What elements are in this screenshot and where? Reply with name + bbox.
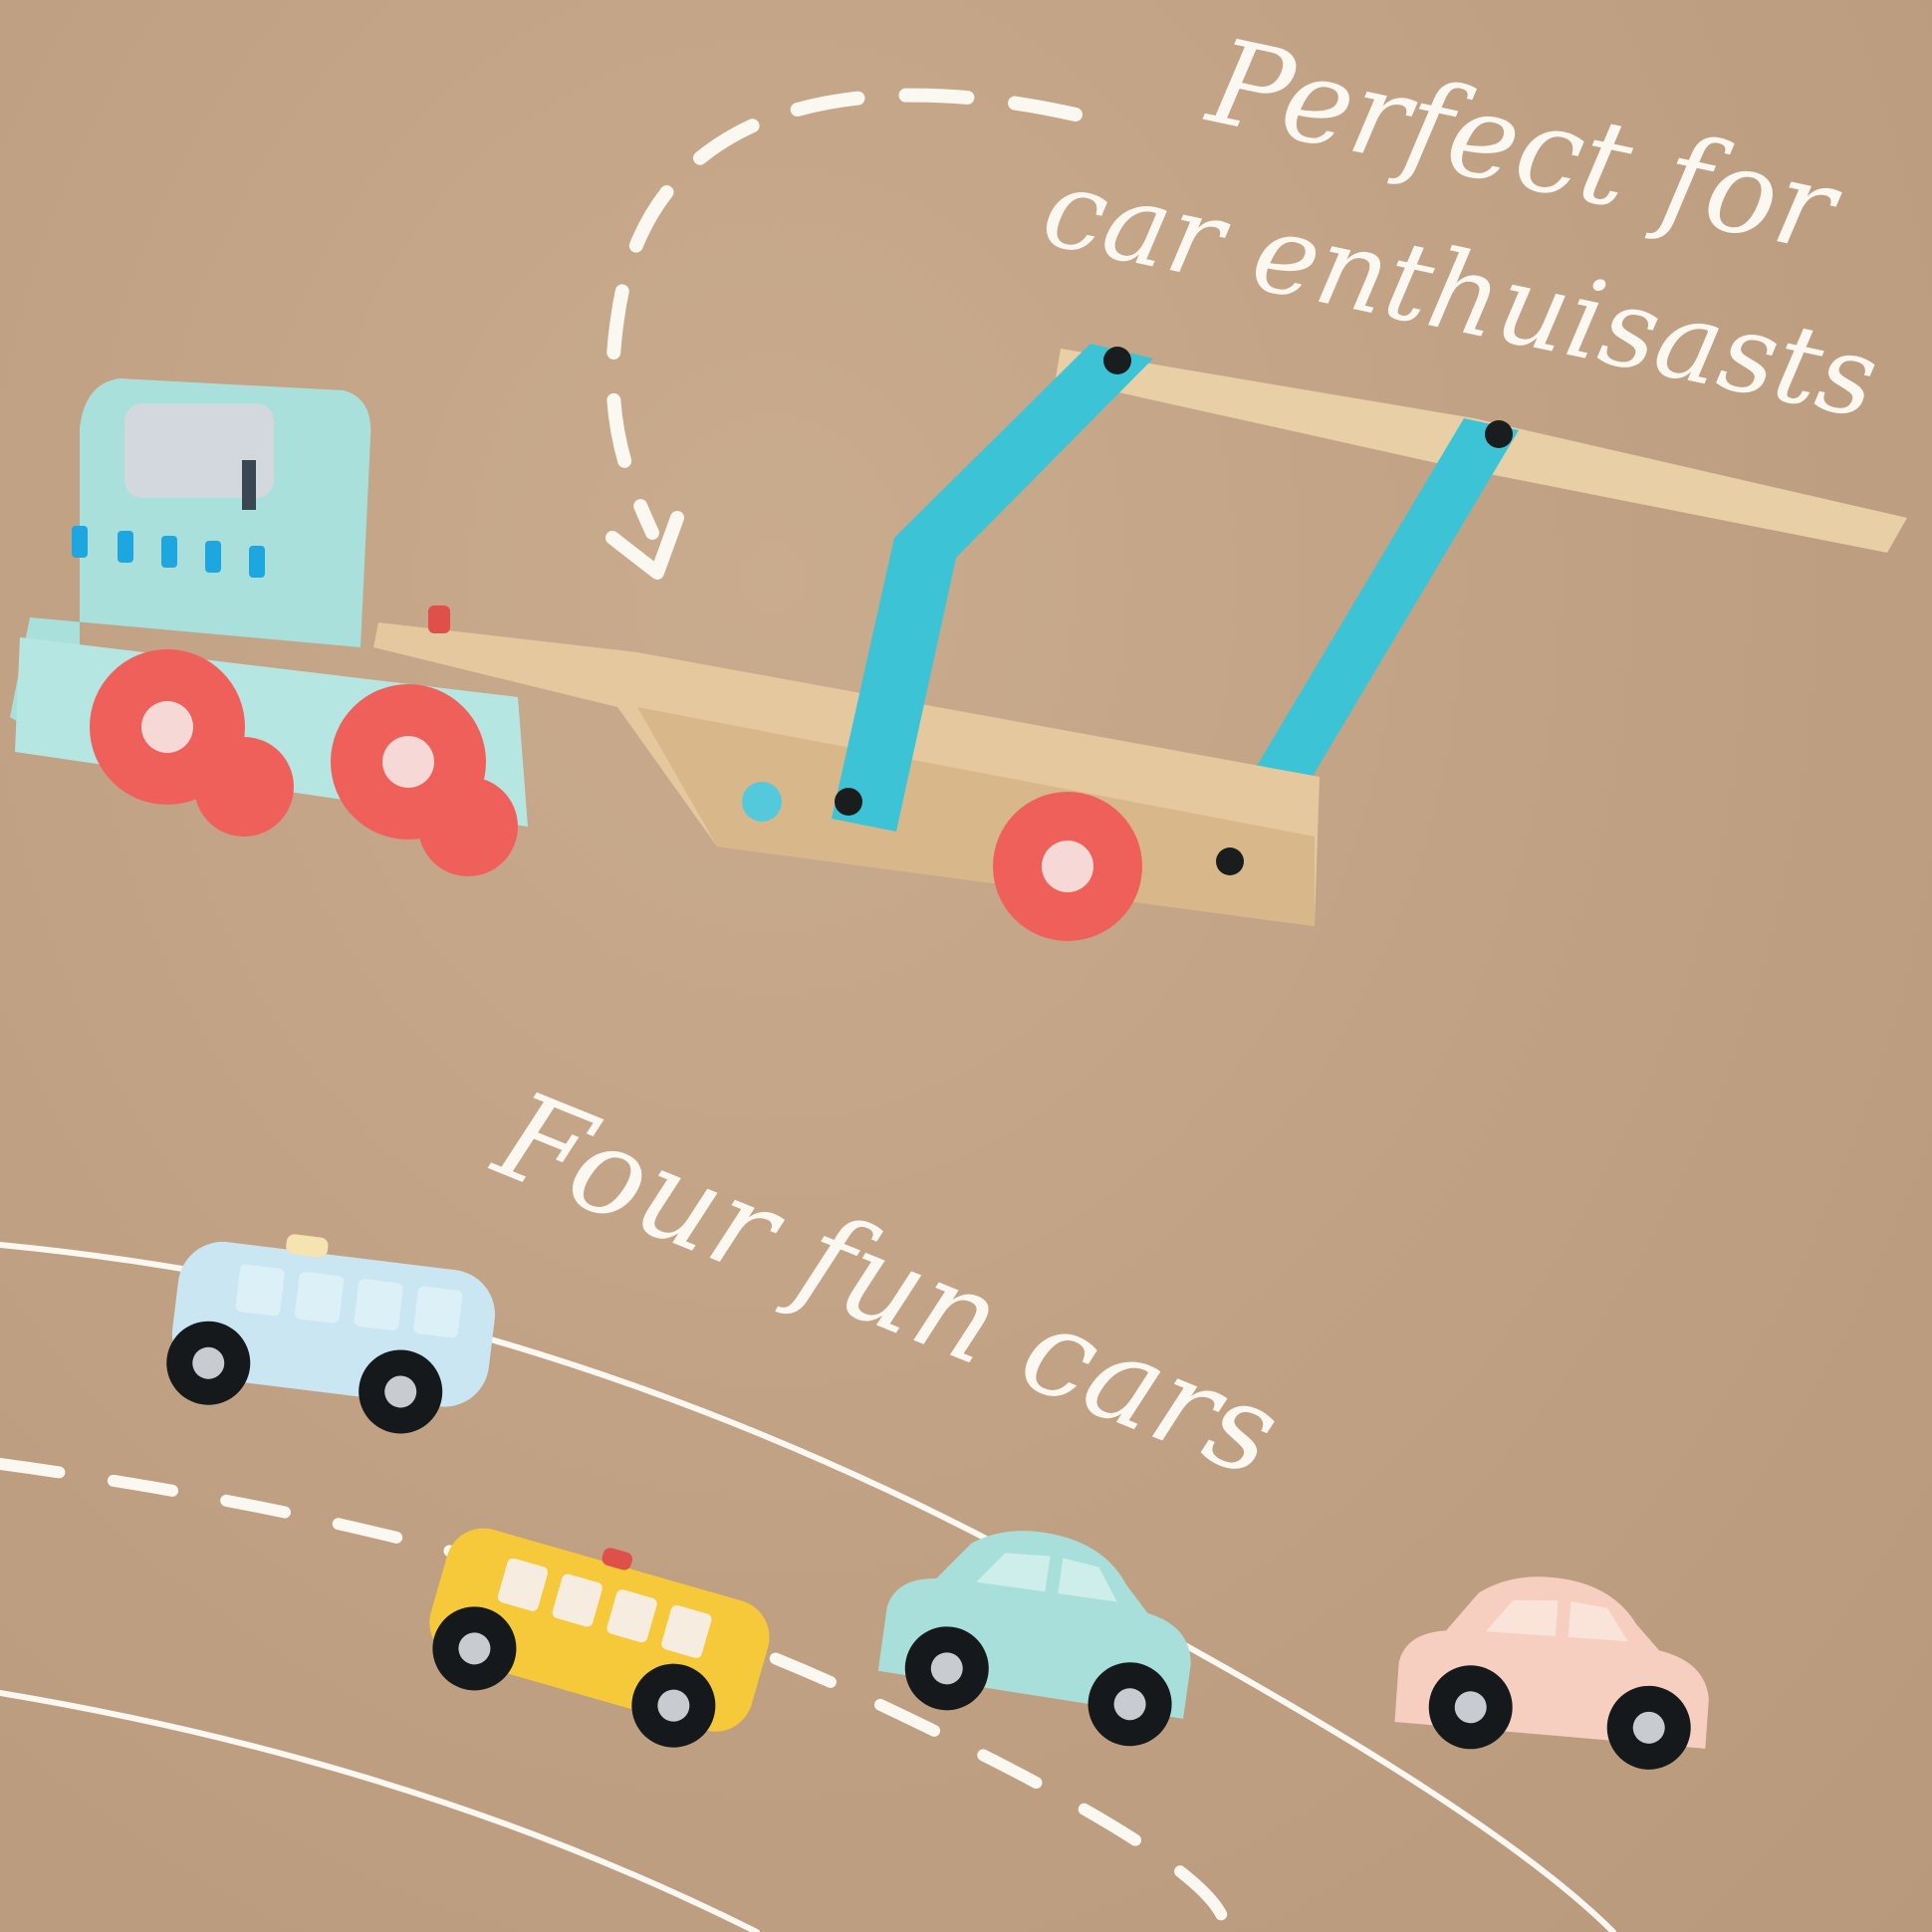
hitch-knob: [428, 605, 450, 633]
car-wheel-hub: [458, 1632, 491, 1665]
road-dashed-lane: [0, 1458, 1232, 1932]
rivet-icon: [1103, 347, 1131, 374]
car-wheel-hub: [192, 1346, 225, 1379]
trailer-wheel-hub: [1042, 841, 1093, 892]
car-wheel-hub: [657, 1689, 690, 1722]
arrow-head: [605, 511, 684, 580]
car-windows: [235, 1264, 463, 1338]
truck-wheel-middle-hub: [382, 736, 434, 788]
toy-car-peach-sedan: [1394, 1576, 1709, 1770]
truck-wheel-front-hub: [141, 701, 193, 753]
trailer-bed-shade: [637, 707, 1315, 926]
car-windows: [1486, 1600, 1628, 1642]
dashed-arrow-path: [605, 88, 1083, 540]
car-windows: [976, 1553, 1117, 1602]
car-wheel-hub: [384, 1375, 417, 1408]
car-wheel-hub: [1454, 1691, 1487, 1724]
rivet-icon: [1216, 847, 1244, 875]
car-wheel-hub: [1113, 1688, 1146, 1721]
cab-window: [124, 403, 274, 498]
road-line-lower: [0, 1690, 760, 1932]
cab-window-mark: [242, 460, 256, 510]
car-windows: [497, 1558, 712, 1658]
car-light: [602, 1548, 633, 1570]
toy-car-blue-van: [166, 1234, 496, 1434]
toy-car-yellow-bus: [429, 1528, 770, 1748]
car-wheel-hub: [930, 1652, 963, 1685]
peg-icon: [742, 782, 782, 822]
lift-arm-back: [1210, 418, 1519, 856]
rivet-icon: [835, 788, 862, 816]
rivet-icon: [1485, 420, 1513, 448]
car-light: [286, 1234, 329, 1258]
toy-car-mint-sedan: [877, 1531, 1191, 1747]
truck-cab: [10, 378, 371, 737]
toy-car-carrier-truck: [10, 344, 1907, 941]
lift-arm-front: [832, 344, 1153, 832]
road: [0, 88, 1616, 1932]
cab-vents: [72, 526, 265, 578]
car-wheel-hub: [1632, 1711, 1665, 1744]
